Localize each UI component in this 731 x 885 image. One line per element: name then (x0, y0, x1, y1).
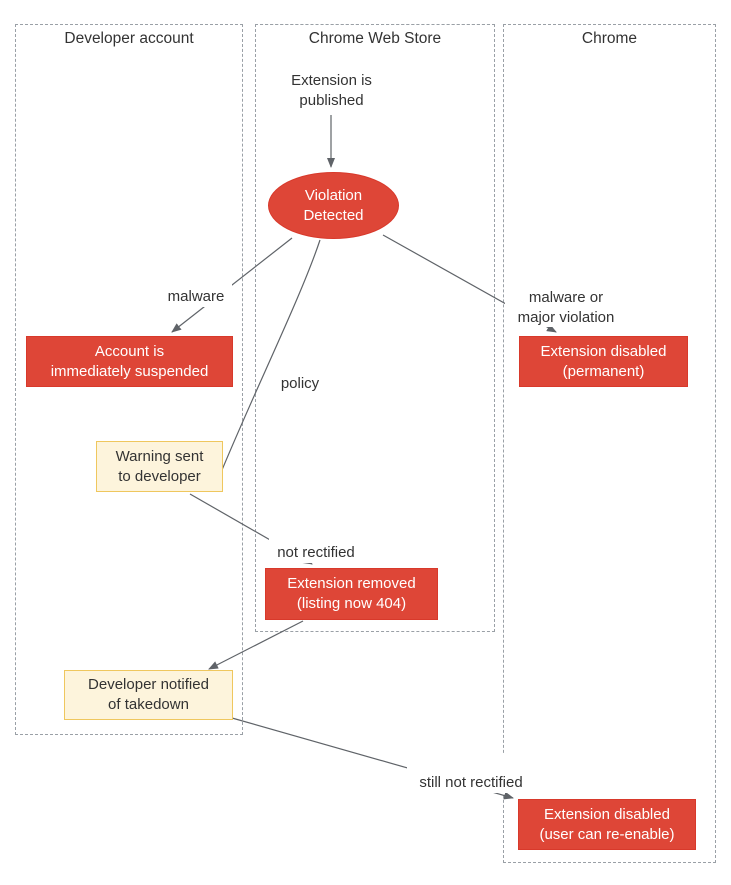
edge-label-malware-or-major-violation: malware or major violation (505, 268, 627, 328)
node-label-extension-removed: Extension removed (listing now 404) (287, 575, 416, 612)
node-violation-detected[interactable]: Violation Detected (268, 172, 399, 239)
node-extension-removed[interactable]: Extension removed (listing now 404) (265, 568, 438, 620)
edge-label-still-not-rectified: still not rectified (407, 753, 535, 793)
node-label-account-suspended: Account is immediately suspended (50, 342, 209, 380)
edge-label-not-rectified: not rectified (269, 523, 363, 563)
edge-label-text-malware: malware (167, 287, 225, 305)
node-label-developer-notified: Developer notified of takedown (88, 676, 209, 713)
node-extension-published[interactable]: Extension is published (265, 68, 398, 114)
swimlane-title-developer-account: Developer account (15, 24, 243, 52)
swimlane-title-chrome: Chrome (503, 24, 716, 52)
swimlane-label-chrome-web-store: Chrome Web Store (308, 29, 442, 47)
node-warning-sent[interactable]: Warning sent to developer (96, 441, 223, 492)
swimlane-label-chrome: Chrome (581, 29, 638, 47)
node-developer-notified[interactable]: Developer notified of takedown (64, 670, 233, 720)
edge-label-malware: malware (160, 267, 232, 307)
swimlane-chrome (503, 24, 716, 863)
node-label-warning-sent: Warning sent to developer (115, 447, 204, 485)
swimlane-title-chrome-web-store: Chrome Web Store (255, 24, 495, 52)
edge-label-text-malware-or-major-violation: malware or major violation (517, 288, 615, 326)
node-account-suspended[interactable]: Account is immediately suspended (26, 336, 233, 387)
edge-label-text-still-not-rectified: still not rectified (419, 773, 523, 791)
node-label-extension-disabled-reenable: Extension disabled (user can re-enable) (539, 805, 675, 843)
swimlane-label-developer-account: Developer account (64, 29, 194, 47)
node-extension-disabled-reenable[interactable]: Extension disabled (user can re-enable) (518, 799, 696, 850)
node-extension-disabled-permanent[interactable]: Extension disabled (permanent) (519, 336, 688, 387)
edge-label-policy: policy (274, 354, 326, 394)
edge-label-text-policy: policy (280, 374, 320, 392)
edge-label-text-not-rectified: not rectified (277, 543, 355, 561)
node-label-extension-disabled-permanent: Extension disabled (permanent) (540, 342, 667, 380)
node-label-violation-detected: Violation Detected (303, 186, 364, 224)
node-label-extension-published: Extension is published (291, 72, 372, 109)
